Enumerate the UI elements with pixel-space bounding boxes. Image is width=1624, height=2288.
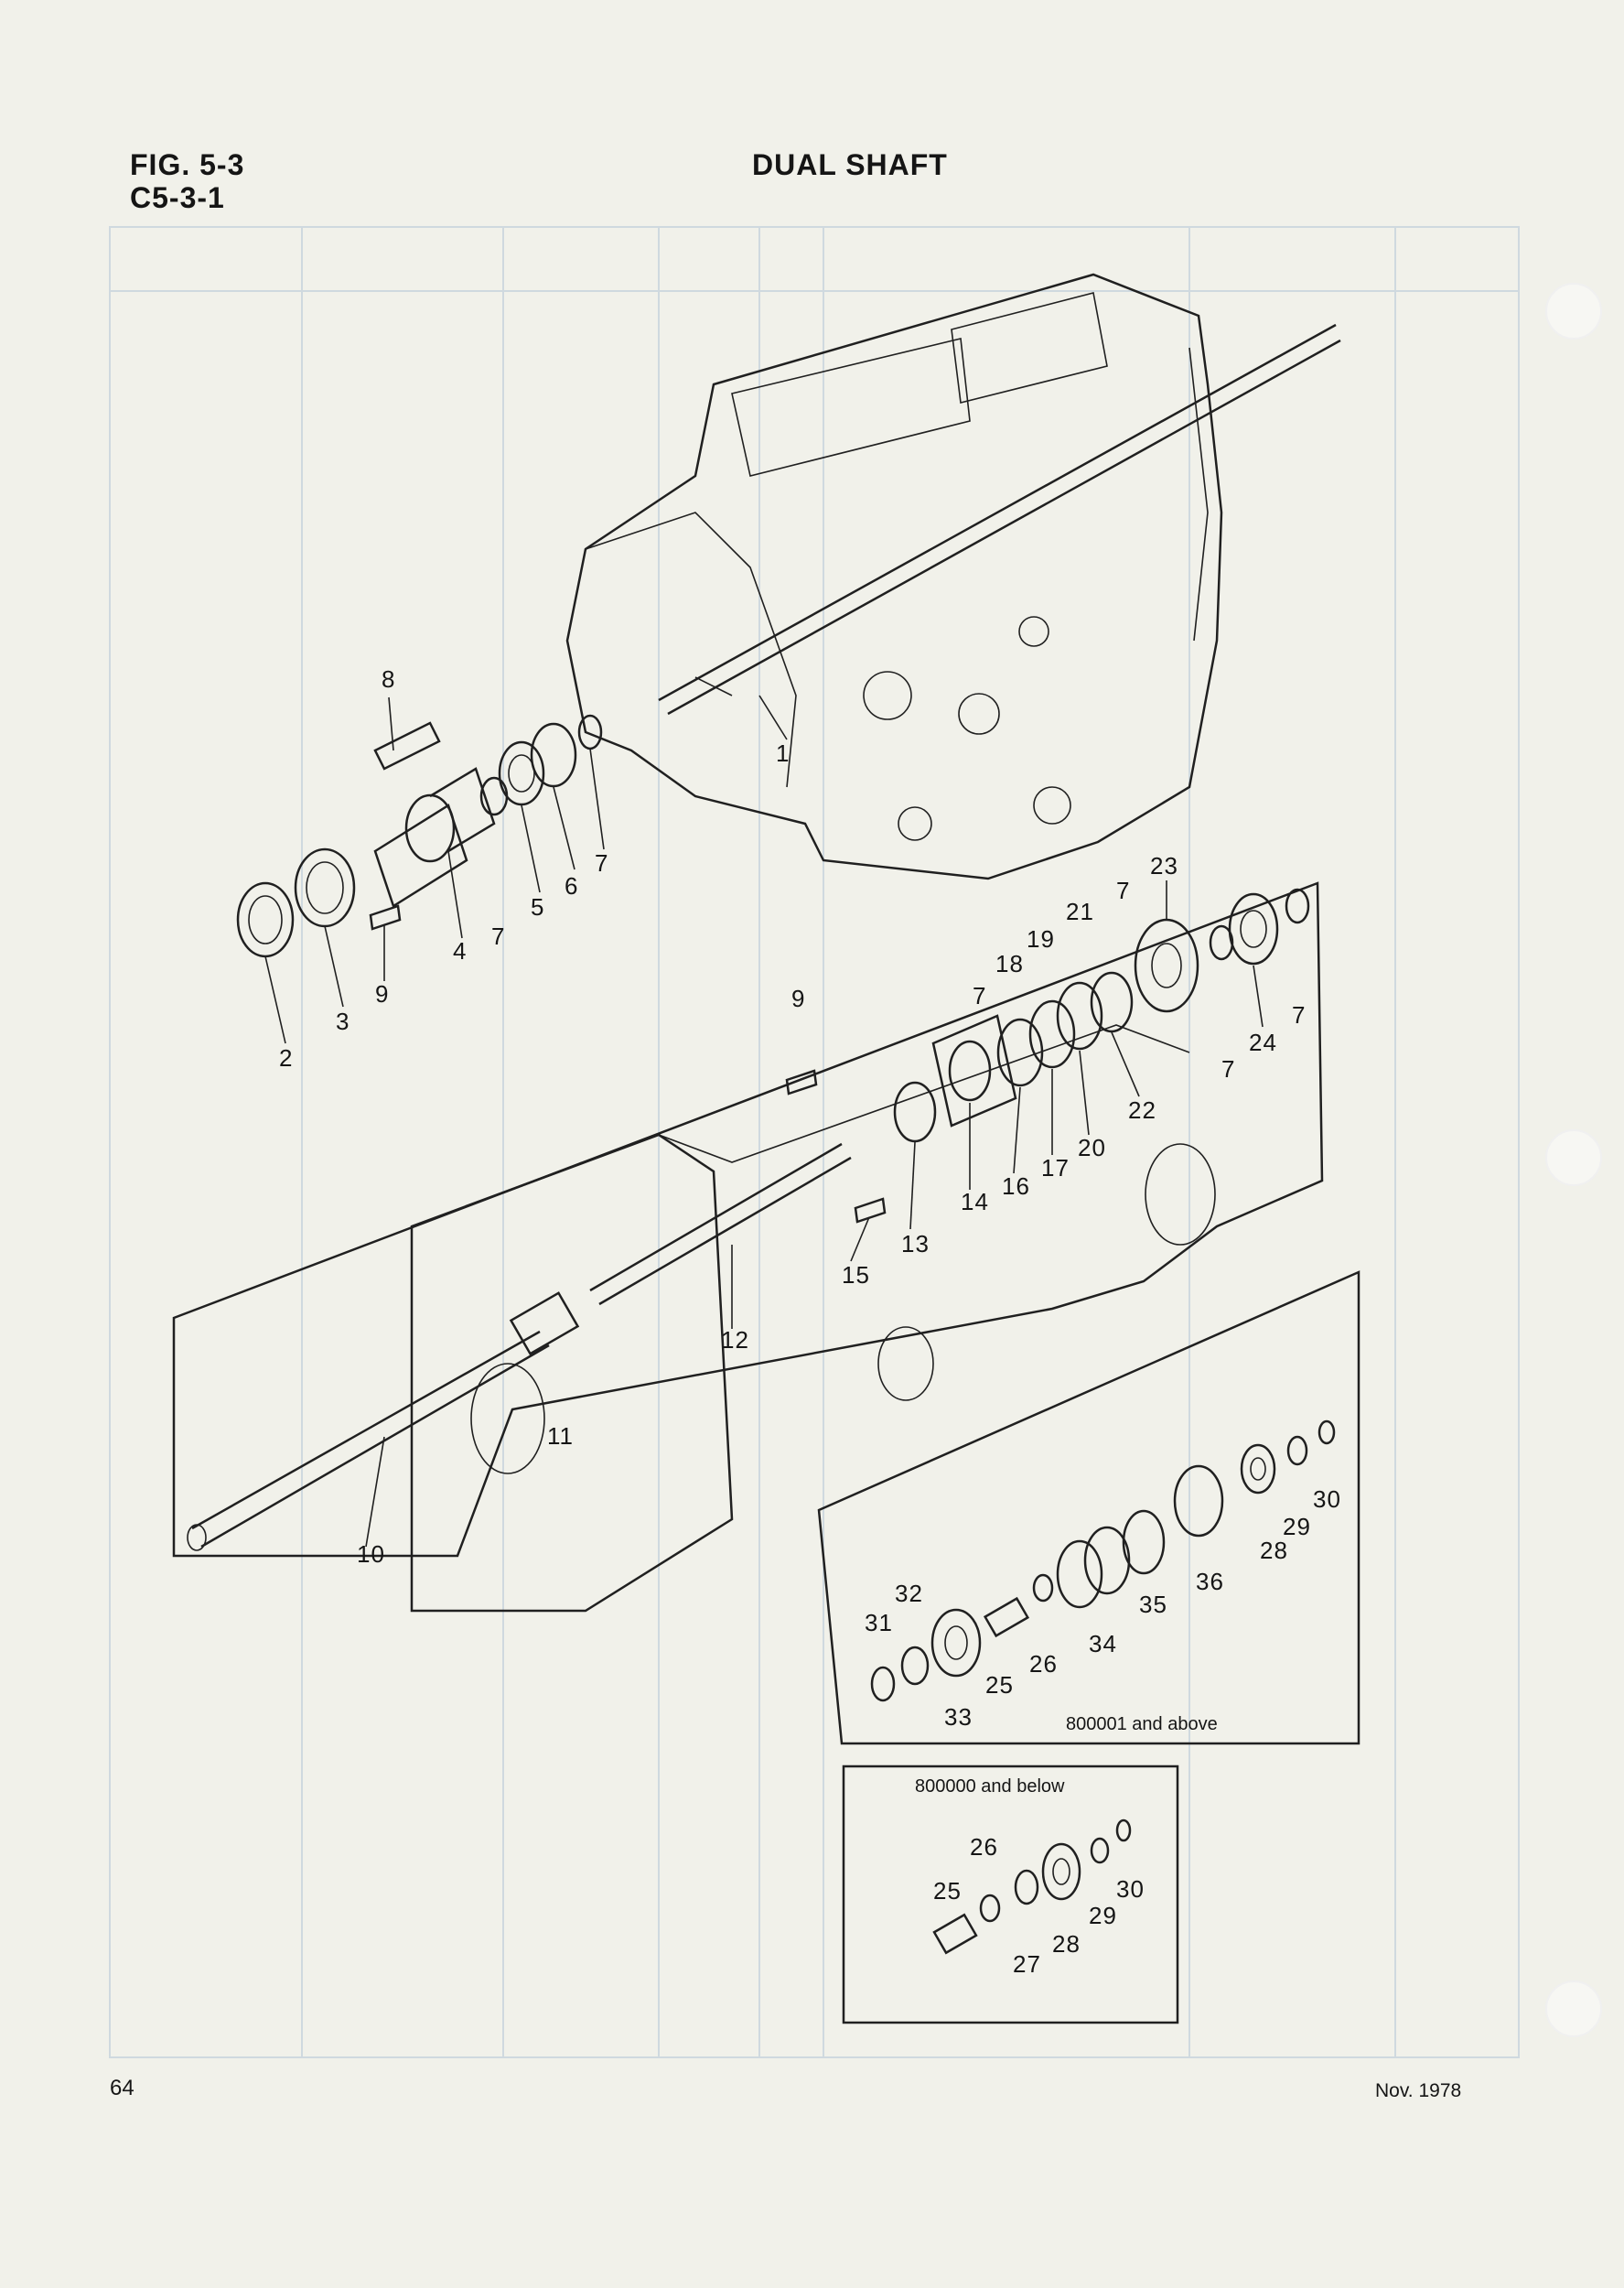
callout-25: 25 xyxy=(933,1877,962,1905)
bleed-through-table xyxy=(109,226,1520,2058)
callout-18: 18 xyxy=(995,950,1024,977)
callout-7: 7 xyxy=(1292,1001,1306,1029)
callout-34: 34 xyxy=(1089,1630,1117,1657)
callout-12: 12 xyxy=(721,1326,749,1354)
callout-7: 7 xyxy=(491,923,505,950)
callout-28: 28 xyxy=(1260,1537,1288,1564)
callout-33: 33 xyxy=(944,1703,973,1731)
callout-29: 29 xyxy=(1283,1513,1311,1540)
callout-25: 25 xyxy=(985,1671,1014,1699)
callout-29: 29 xyxy=(1089,1902,1117,1929)
inset-frame-upper xyxy=(817,1270,1361,1745)
callout-20: 20 xyxy=(1078,1134,1106,1161)
shaft-1 xyxy=(658,323,1337,702)
callout-10: 10 xyxy=(357,1540,385,1568)
callout-23: 23 xyxy=(1150,852,1178,880)
figure-number: FIG. 5-3 xyxy=(130,148,245,181)
callout-28: 28 xyxy=(1052,1930,1081,1958)
callout-9: 9 xyxy=(375,980,389,1008)
callout-14: 14 xyxy=(961,1188,989,1215)
publication-date: Nov. 1978 xyxy=(1375,2080,1462,2101)
callout-26: 26 xyxy=(1029,1650,1058,1678)
callout-31: 31 xyxy=(865,1609,893,1636)
page-title: DUAL SHAFT xyxy=(752,148,948,181)
callout-5: 5 xyxy=(531,893,544,921)
inset-frame-lower xyxy=(842,1765,1179,2024)
callout-1: 1 xyxy=(776,739,790,767)
leader-lines xyxy=(264,695,1264,1548)
callout-labels: 1 2 3 4 5 6 7 8 9 7 9 10 11 12 13 14 15 … xyxy=(279,665,1341,1978)
callout-27: 27 xyxy=(1013,1950,1041,1978)
callout-3: 3 xyxy=(336,1008,350,1035)
callout-19: 19 xyxy=(1027,925,1055,953)
punch-hole-icon xyxy=(1545,283,1602,340)
callout-7: 7 xyxy=(1221,1055,1235,1083)
gear-cluster-parts xyxy=(785,888,1310,1224)
callout-13: 13 xyxy=(901,1230,930,1257)
callout-30: 30 xyxy=(1313,1485,1341,1513)
callout-22: 22 xyxy=(1128,1096,1156,1124)
callout-32: 32 xyxy=(895,1580,923,1607)
shaft-10 xyxy=(191,1330,541,1530)
bearing-stack-upper xyxy=(870,1419,1336,1702)
inset-caption-upper: 800001 and above xyxy=(1066,1714,1218,1734)
callout-24: 24 xyxy=(1249,1029,1277,1056)
callout-30: 30 xyxy=(1116,1875,1145,1903)
inset-caption-lower: 800000 and below xyxy=(915,1776,1065,1797)
callout-17: 17 xyxy=(1041,1154,1070,1182)
transmission-housing xyxy=(565,273,1223,880)
callout-7: 7 xyxy=(1116,877,1130,904)
callout-35: 35 xyxy=(1139,1591,1167,1618)
callout-6: 6 xyxy=(565,872,578,900)
page-number: 64 xyxy=(110,2076,134,2100)
shaft-12 xyxy=(589,1142,843,1292)
punch-hole-icon xyxy=(1545,1980,1602,2037)
callout-16: 16 xyxy=(1002,1172,1030,1200)
figure-code: C5-3-1 xyxy=(130,181,225,214)
lower-housing xyxy=(172,881,1324,1613)
callout-15: 15 xyxy=(842,1261,870,1289)
callout-26: 26 xyxy=(970,1833,998,1861)
callout-36: 36 xyxy=(1196,1568,1224,1595)
callout-21: 21 xyxy=(1066,898,1094,925)
clutch-assembly-parts xyxy=(236,714,603,958)
punch-hole-icon xyxy=(1545,1129,1602,1186)
callout-7: 7 xyxy=(973,982,986,1009)
callout-9: 9 xyxy=(791,985,805,1012)
callout-7: 7 xyxy=(595,849,608,877)
callout-2: 2 xyxy=(279,1044,293,1072)
bearing-stack-lower xyxy=(932,1819,1132,1955)
callout-11: 11 xyxy=(547,1422,574,1450)
callout-4: 4 xyxy=(453,937,467,965)
callout-8: 8 xyxy=(382,665,395,693)
